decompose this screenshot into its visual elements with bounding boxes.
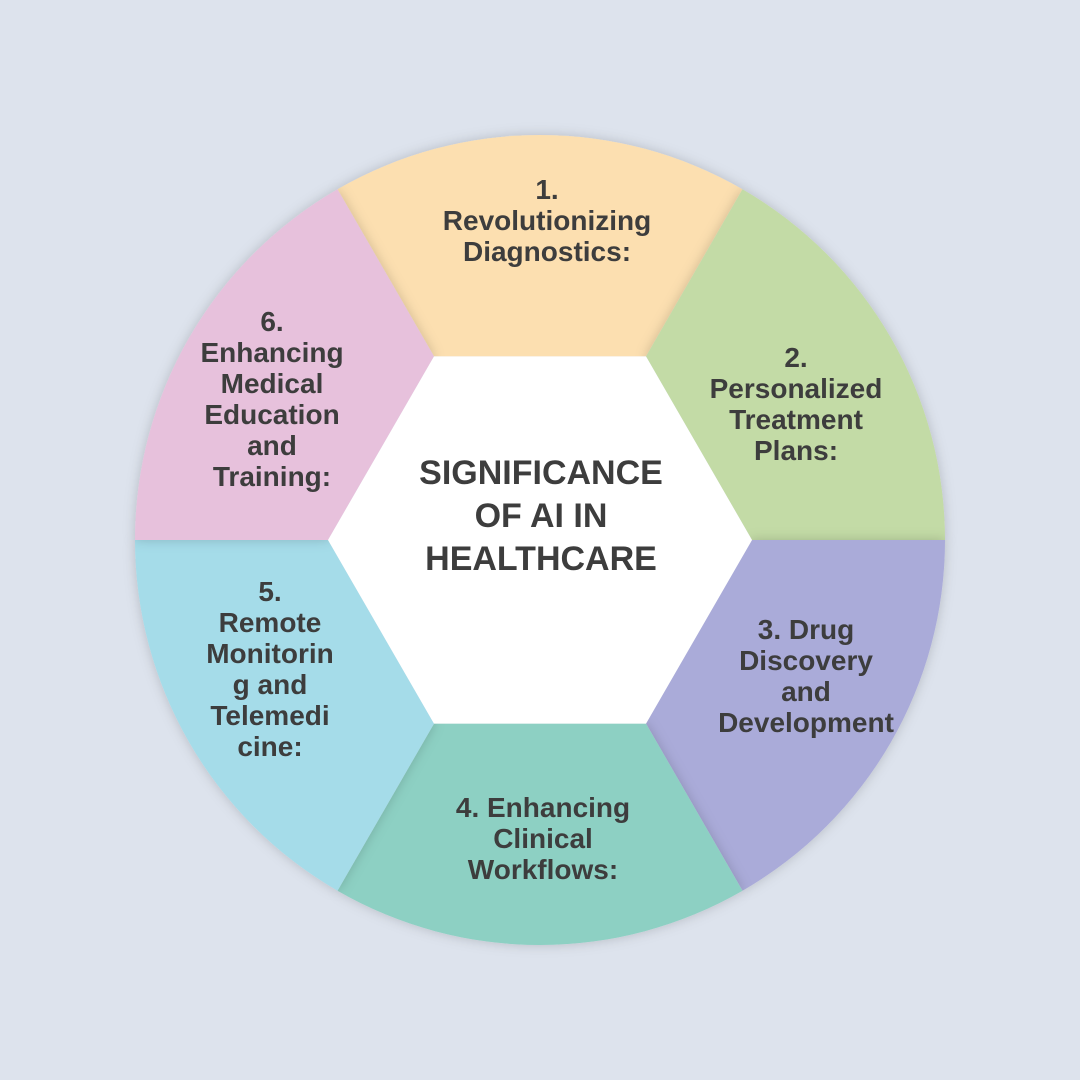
label-line: Workflows: [467,854,619,885]
segment-4 [337,723,743,945]
segment-1-label: 1. Revolutionizing Diagnostics: [417,174,677,267]
label-line: 2. [784,342,808,373]
segment-5 [135,540,434,891]
label-line: Diagnostics: [462,236,632,267]
segment-4-label: 4. Enhancing Clinical Workflows: [413,792,673,885]
label-line: Telemedi [210,700,330,731]
label-line: Development [718,707,894,738]
label-line: 4. Enhancing [455,792,631,823]
segment-3 [646,540,945,891]
label-line: Clinical [493,823,593,854]
label-line: Personalized [709,373,883,404]
label-line: 5. [258,576,282,607]
segment-6 [135,189,434,540]
label-line: Medical [220,368,324,399]
label-line: g and [232,669,308,700]
segment-2 [646,189,945,540]
label-line: and [781,676,831,707]
label-line: 6. [260,306,284,337]
center-title-line: OF AI IN [474,497,608,535]
segment-3-label: 3. Drug Discovery and Development [676,614,936,738]
label-line: Remote [218,607,322,638]
center-title: SIGNIFICANCE OF AI IN HEALTHCARE [380,452,702,581]
label-line: Training: [212,461,332,492]
center-hexagon [328,356,752,724]
label-line: Enhancing [200,337,344,368]
label-line: Revolutionizing [442,205,652,236]
label-line: 1. [535,174,559,205]
label-line: Treatment [729,404,863,435]
label-line: Monitorin [206,638,334,669]
segment-1 [337,134,743,357]
segment-6-label: 6. Enhancing Medical Education and Train… [142,306,402,492]
label-line: Education [204,399,340,430]
label-line: 3. Drug [757,614,855,645]
label-line: and [247,430,297,461]
segment-2-label: 2. Personalized Treatment Plans: [666,342,926,466]
center-title-line: SIGNIFICANCE [419,454,663,492]
center-title-line: HEALTHCARE [425,540,657,578]
label-line: cine: [237,731,303,762]
label-line: Discovery [739,645,873,676]
label-line: Plans: [753,435,839,466]
segment-5-label: 5. Remote Monitorin g and Telemedi cine: [140,576,400,762]
